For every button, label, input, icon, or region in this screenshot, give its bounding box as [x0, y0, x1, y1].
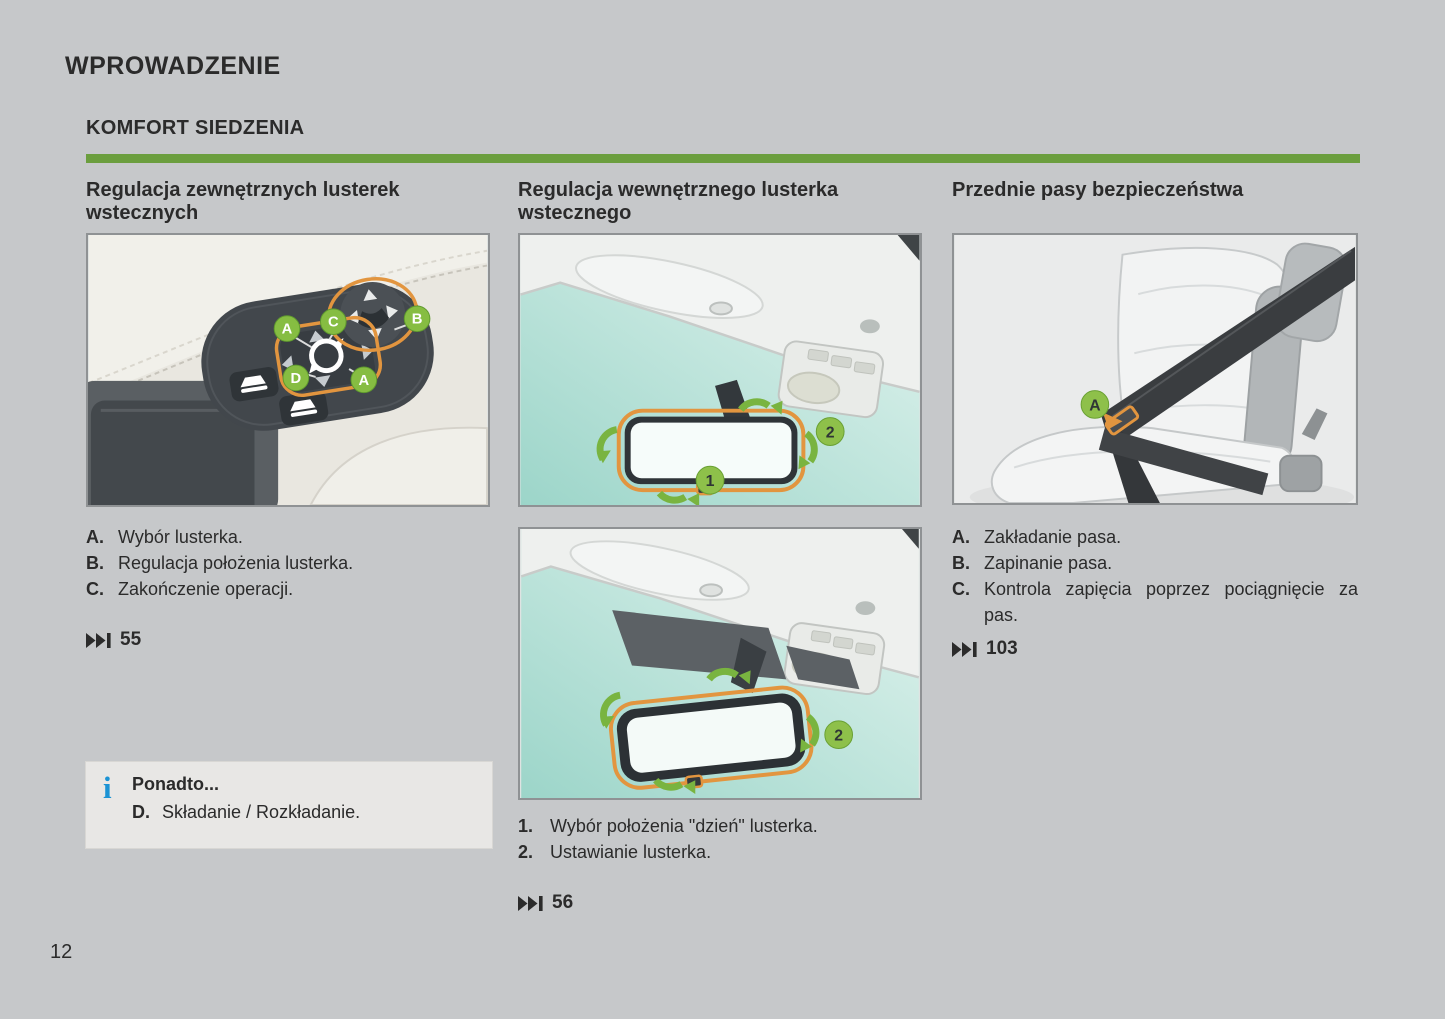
- legend-item: B.Zapinanie pasa.: [952, 553, 1113, 573]
- rotate-arrow-heads: [600, 670, 812, 795]
- rotate-arrow-icons: [600, 667, 820, 791]
- badge-a-icon: A: [273, 315, 301, 342]
- legend-item: B.Regulacja położenia lusterka.: [86, 553, 354, 573]
- door-panel-image: A C B D A: [88, 235, 488, 505]
- legend-item: C.Zakończenie operacji.: [86, 579, 294, 599]
- skip-forward-icon: [952, 641, 977, 657]
- seat-belt-illustration: A: [952, 233, 1358, 505]
- badge-b-icon: B: [403, 305, 431, 333]
- svg-text:1: 1: [706, 473, 715, 490]
- svg-text:A: A: [282, 322, 293, 338]
- page-reference: 55: [86, 629, 141, 651]
- section-title: KOMFORT SIEDZENIA: [86, 117, 305, 139]
- svg-text:D: D: [291, 371, 302, 387]
- interior-mirror-angled-illustration: 2: [518, 527, 922, 800]
- badge-a2-icon: A: [350, 366, 378, 394]
- page-reference-number: 103: [986, 638, 1018, 659]
- recline-lever: [1301, 408, 1328, 440]
- mirror-body: [608, 685, 814, 790]
- column-seat-belts: Przednie pasy bezpieczeństwa: [952, 179, 1358, 979]
- info-icon: i: [103, 770, 112, 805]
- skip-forward-icon: [86, 632, 111, 648]
- legend-item: A.Wybór lusterka.: [86, 527, 243, 547]
- legend-item: 2.Ustawianie lusterka.: [518, 842, 712, 862]
- badge-c-icon: C: [320, 308, 347, 336]
- svg-text:C: C: [328, 315, 339, 331]
- badge-2-icon: 2: [824, 720, 854, 750]
- column-heading: Przednie pasy bezpieczeństwa: [952, 179, 1244, 201]
- column-interior-mirror: Regulacja wewnętrznego lusterka wsteczne…: [518, 179, 922, 979]
- page-reference: 56: [518, 892, 573, 914]
- svg-text:A: A: [1089, 397, 1100, 414]
- belt-guide-highlight: [1104, 405, 1140, 436]
- column-exterior-mirrors: Regulacja zewnętrznych lusterek wsteczny…: [85, 179, 493, 979]
- interior-mirror-angled-image: 2: [520, 529, 920, 798]
- svg-text:A: A: [359, 373, 370, 389]
- rotate-arrow-heads: [596, 400, 811, 505]
- badge-1-icon: 1: [695, 465, 725, 495]
- page-number: 12: [50, 941, 73, 963]
- note-item: D. Składanie / Rozkładanie.: [132, 802, 361, 822]
- svg-text:B: B: [412, 312, 423, 328]
- seat-belt-strap: [1100, 246, 1356, 440]
- badge-a-icon: A: [1080, 390, 1110, 419]
- door-panel-illustration: A C B D A: [86, 233, 490, 507]
- legend-list: 1.Wybór położenia "dzień" lusterka. 2.Us…: [518, 813, 922, 865]
- interior-mirror-front-image: 1 2: [520, 235, 920, 505]
- legend-list: A.Zakładanie pasa. B.Zapinanie pasa. C.K…: [952, 524, 1358, 628]
- legend-item: A.Zakładanie pasa.: [952, 527, 1122, 547]
- page-reference-number: 55: [120, 629, 142, 650]
- additional-info-box: i Ponadto... D. Składanie / Rozkładanie.: [85, 761, 493, 849]
- page-reference-number: 56: [552, 892, 574, 913]
- seat-belt-image: A: [954, 235, 1356, 503]
- mirror-control-panel: [201, 277, 434, 431]
- badge-2-icon: 2: [815, 417, 845, 446]
- legend-item: 1.Wybór położenia "dzień" lusterka.: [518, 816, 818, 836]
- column-heading: Regulacja zewnętrznych lusterek wsteczny…: [86, 179, 400, 224]
- seat-cushion: [990, 425, 1296, 503]
- badge-d-icon: D: [282, 364, 310, 392]
- svg-text:2: 2: [826, 425, 835, 442]
- skip-forward-icon: [518, 895, 543, 911]
- interior-mirror-front-illustration: 1 2: [518, 233, 922, 507]
- svg-text:2: 2: [834, 728, 843, 745]
- overhead-console: [777, 340, 885, 419]
- legend-list: A.Wybór lusterka. B.Regulacja położenia …: [86, 524, 490, 602]
- page-reference: 103: [952, 638, 1018, 660]
- section-divider: [86, 154, 1360, 163]
- column-heading: Regulacja wewnętrznego lusterka wsteczne…: [518, 179, 839, 224]
- page-title: WPROWADZENIE: [65, 52, 281, 80]
- note-title: Ponadto...: [132, 774, 219, 794]
- legend-item: C.Kontrola zapięcia poprzez pocią­gnięci…: [952, 579, 1358, 625]
